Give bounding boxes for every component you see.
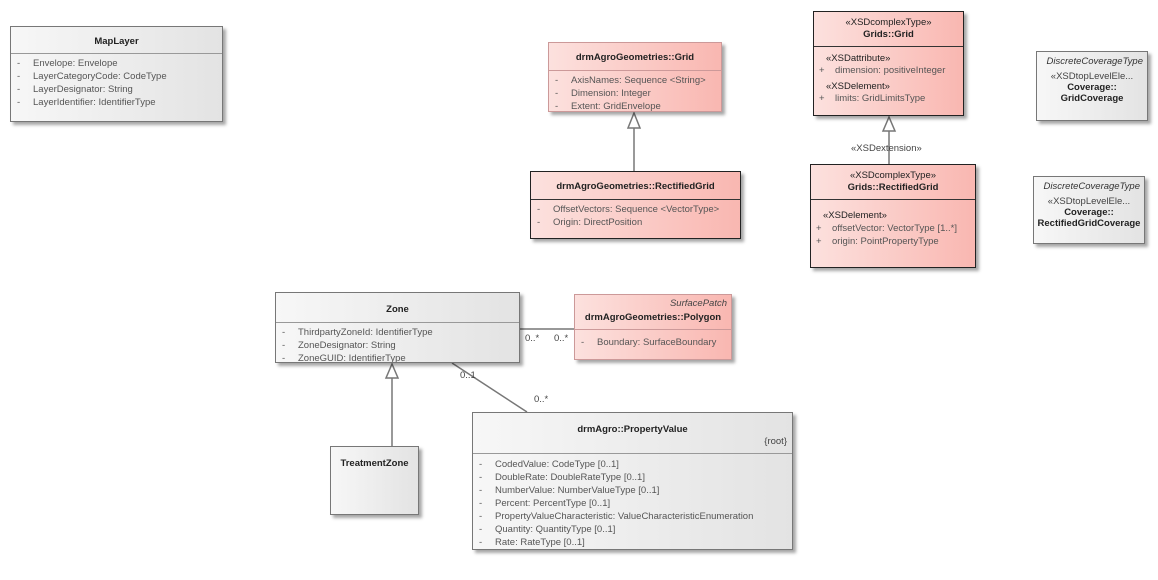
attribute: +dimension: positiveInteger: [819, 65, 946, 76]
class-gridcoverage-name: GridCoverage: [1060, 93, 1124, 104]
class-grid-geometry-name: drmAgroGeometries::Grid: [575, 52, 695, 63]
multiplicity-zone-polygon-right: 0..*: [554, 333, 569, 344]
multiplicity-zone-pv-zone-end: 0..1: [460, 370, 476, 381]
attribute: -Quantity: QuantityType [0..1]: [479, 524, 616, 535]
class-rectifiedgridcoverage-parent: DiscreteCoverageType: [1043, 181, 1140, 192]
class-polygon-name: drmAgroGeometries::Polygon: [584, 312, 722, 323]
class-gridcoverage-stereotype: «XSDtopLevelEle...: [1050, 71, 1134, 82]
class-grids-grid-sections: «XSDattribute» +dimension: positiveInteg…: [814, 47, 963, 105]
class-maplayer-attributes: -Envelope: Envelope -LayerCategoryCode: …: [11, 54, 222, 109]
attribute: -Extent: GridEnvelope: [555, 101, 661, 112]
multiplicity-zone-pv-pv-end: 0..*: [534, 394, 549, 405]
generalization-treatmentzone-zone[interactable]: [384, 362, 400, 446]
class-maplayer-name: MapLayer: [94, 36, 139, 47]
class-rectifiedgridcoverage[interactable]: DiscreteCoverageType «XSDtopLevelEle... …: [1033, 176, 1145, 244]
section-label: «XSDelement»: [826, 81, 890, 92]
class-rectifiedgrid-geometry-name: drmAgroGeometries::RectifiedGrid: [556, 181, 715, 192]
attribute: -ZoneDesignator: String: [282, 340, 396, 351]
generalization-rectgrid-grid[interactable]: [626, 110, 642, 172]
attribute: -PropertyValueCharacteristic: ValueChara…: [479, 511, 754, 522]
attribute: -AxisNames: Sequence <String>: [555, 75, 706, 86]
class-grid-geometry-attributes: -AxisNames: Sequence <String> -Dimension…: [549, 71, 721, 112]
association-zone-propertyvalue[interactable]: [451, 362, 528, 413]
class-rectifiedgrid-geometry-attributes: -OffsetVectors: Sequence <VectorType> -O…: [531, 200, 740, 229]
class-rectifiedgrid-geometry[interactable]: drmAgroGeometries::RectifiedGrid -Offset…: [530, 171, 741, 239]
class-rectifiedgridcoverage-name-prefix: Coverage::: [1064, 207, 1114, 218]
class-grids-rectifiedgrid-name: Grids::RectifiedGrid: [847, 182, 939, 193]
attribute: -Envelope: Envelope: [17, 58, 118, 69]
attribute: -NumberValue: NumberValueType [0..1]: [479, 485, 660, 496]
class-polygon[interactable]: SurfacePatch drmAgroGeometries::Polygon …: [574, 294, 732, 360]
extension-grids-rect-grid[interactable]: [881, 115, 897, 165]
attribute: -LayerIdentifier: IdentifierType: [17, 97, 156, 108]
class-rectifiedgridcoverage-stereotype: «XSDtopLevelEle...: [1047, 196, 1131, 207]
attribute: -Boundary: SurfaceBoundary: [581, 337, 717, 348]
class-propertyvalue[interactable]: drmAgro::PropertyValue {root} -CodedValu…: [472, 412, 793, 550]
class-grids-grid[interactable]: «XSDcomplexType» Grids::Grid «XSDattribu…: [813, 11, 964, 116]
class-zone-attributes: -ThirdpartyZoneId: IdentifierType -ZoneD…: [276, 323, 519, 363]
attribute: -LayerCategoryCode: CodeType: [17, 71, 167, 82]
attribute: -DoubleRate: DoubleRateType [0..1]: [479, 472, 645, 483]
class-grids-grid-name: Grids::Grid: [863, 29, 914, 40]
attribute: -CodedValue: CodeType [0..1]: [479, 459, 619, 470]
class-grids-rectifiedgrid-sections: «XSDelement» +offsetVector: VectorType […: [811, 200, 975, 248]
attribute: -LayerDesignator: String: [17, 84, 133, 95]
xsd-extension-label: «XSDextension»: [851, 143, 922, 154]
class-gridcoverage[interactable]: DiscreteCoverageType «XSDtopLevelEle... …: [1036, 51, 1148, 121]
class-polygon-attributes: -Boundary: SurfaceBoundary: [575, 330, 731, 349]
class-polygon-parent: SurfacePatch: [669, 298, 727, 309]
section-label: «XSDelement»: [823, 210, 887, 221]
attribute: -ZoneGUID: IdentifierType: [282, 353, 406, 363]
attribute: -Rate: RateType [0..1]: [479, 537, 585, 548]
attribute: -Origin: DirectPosition: [537, 217, 643, 228]
class-zone-name: Zone: [386, 304, 409, 315]
attribute: -ThirdpartyZoneId: IdentifierType: [282, 327, 433, 338]
attribute: -Dimension: Integer: [555, 88, 651, 99]
class-treatmentzone[interactable]: TreatmentZone: [330, 446, 419, 515]
attribute: +offsetVector: VectorType [1..*]: [816, 223, 957, 234]
class-treatmentzone-name: TreatmentZone: [340, 458, 409, 469]
attribute: +limits: GridLimitsType: [819, 93, 926, 104]
class-gridcoverage-parent: DiscreteCoverageType: [1046, 56, 1143, 67]
class-propertyvalue-name: drmAgro::PropertyValue: [577, 424, 688, 435]
class-rectifiedgridcoverage-name: RectifiedGridCoverage: [1037, 218, 1141, 229]
attribute: -Percent: PercentType [0..1]: [479, 498, 611, 509]
class-propertyvalue-tag: {root}: [764, 436, 787, 447]
class-grids-rectifiedgrid[interactable]: «XSDcomplexType» Grids::RectifiedGrid «X…: [810, 164, 976, 268]
attribute: +origin: PointPropertyType: [816, 236, 939, 247]
class-maplayer[interactable]: MapLayer -Envelope: Envelope -LayerCateg…: [10, 26, 223, 122]
section-label: «XSDattribute»: [826, 53, 891, 64]
class-propertyvalue-attributes: -CodedValue: CodeType [0..1] -DoubleRate…: [473, 454, 792, 549]
class-gridcoverage-name-prefix: Coverage::: [1067, 82, 1117, 93]
class-grid-geometry[interactable]: drmAgroGeometries::Grid -AxisNames: Sequ…: [548, 42, 722, 112]
class-grids-grid-stereotype: «XSDcomplexType»: [845, 17, 932, 28]
multiplicity-zone-polygon-left: 0..*: [525, 333, 540, 344]
class-zone[interactable]: Zone -ThirdpartyZoneId: IdentifierType -…: [275, 292, 520, 363]
attribute: -OffsetVectors: Sequence <VectorType>: [537, 204, 720, 215]
class-grids-rectifiedgrid-stereotype: «XSDcomplexType»: [849, 170, 937, 181]
